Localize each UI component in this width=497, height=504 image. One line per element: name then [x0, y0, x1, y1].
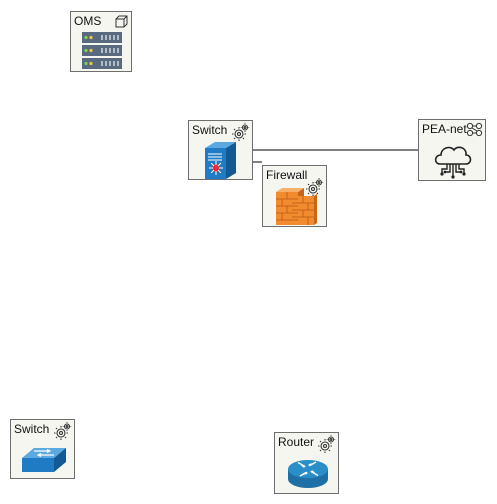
workgroup-switch-icon: [22, 448, 66, 472]
network-nodes-icon: [466, 122, 483, 137]
node-label: OMS: [74, 14, 102, 28]
server-rack-icon: [82, 32, 122, 69]
node-label: Router: [278, 435, 315, 449]
node-label: PEA-net: [422, 122, 467, 136]
node-label: Switch: [192, 123, 228, 137]
gear-icon: [306, 178, 324, 196]
router-icon: [288, 460, 328, 488]
gear-icon: [54, 422, 72, 440]
cloud-network-icon: [434, 146, 472, 179]
container-cube-icon: [115, 15, 128, 28]
node-router[interactable]: Router: [274, 432, 339, 494]
node-label: Switch: [14, 422, 50, 436]
node-oms[interactable]: OMS: [70, 11, 132, 72]
node-switch-core[interactable]: Switch: [188, 120, 253, 180]
layer3-switch-icon: [205, 142, 236, 179]
gear-icon: [232, 123, 250, 141]
node-firewall[interactable]: Firewall: [262, 165, 327, 227]
node-switch-access[interactable]: Switch: [10, 419, 75, 479]
node-pea-net[interactable]: PEA-net: [418, 119, 486, 181]
gear-icon: [318, 435, 336, 453]
node-label: Firewall: [266, 168, 308, 182]
firewall-brick-icon: [276, 188, 317, 225]
